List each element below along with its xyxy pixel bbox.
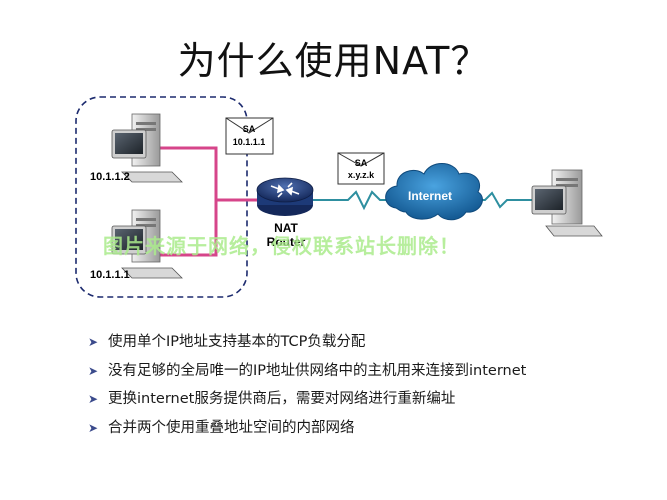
cloud-label: Internet — [408, 189, 452, 203]
bullet-text: 没有足够的全局唯一的IP地址供网络中的主机用来连接到internet — [108, 362, 527, 379]
arrow-bullet-icon: ➤ — [88, 392, 99, 406]
server-computer-icon — [531, 169, 603, 237]
host-computer-icon — [111, 113, 183, 183]
packet-label: SA — [355, 158, 368, 168]
private-network-boundary — [75, 96, 248, 298]
watermark-text: 图片来源于网络，侵权联系站长删除！ — [103, 234, 460, 258]
bullet-list: ➤ 使用单个IP地址支持基本的TCP负载分配 ➤ 没有足够的全局唯一的IP地址供网络… — [88, 328, 526, 442]
bullet-text: 使用单个IP地址支持基本的TCP负载分配 — [108, 334, 366, 350]
list-item: ➤ 更换internet服务提供商后，需要对网络进行重新编址 — [88, 385, 526, 414]
internet-cloud-icon — [385, 163, 483, 221]
router-icon — [256, 177, 314, 216]
packet-label: SA — [243, 124, 256, 134]
envelope-icon — [225, 117, 274, 155]
router-label: Router — [267, 235, 306, 249]
host-ip-label: 10.1.1.2 — [90, 171, 130, 183]
router-label: NAT — [274, 221, 298, 235]
arrow-bullet-icon: ➤ — [88, 363, 99, 378]
list-item: ➤ 使用单个IP地址支持基本的TCP负载分配 — [88, 328, 526, 357]
envelope-icon — [337, 152, 385, 185]
arrow-bullet-icon: ➤ — [88, 335, 99, 349]
list-item: ➤ 没有足够的全局唯一的IP地址供网络中的主机用来连接到internet — [88, 357, 526, 386]
lan-links — [150, 146, 258, 257]
host-computer-icon — [111, 209, 183, 279]
packet-source-address: x.y.z.k — [348, 170, 375, 180]
bullet-text: 合并两个使用重叠地址空间的内部网络 — [108, 419, 355, 436]
host-ip-label: 10.1.1.1 — [90, 269, 130, 281]
packet-source-address: 10.1.1.1 — [233, 137, 266, 147]
list-item: ➤ 合并两个使用重叠地址空间的内部网络 — [88, 414, 526, 443]
arrow-bullet-icon: ➤ — [88, 420, 99, 435]
bullet-text: 更换internet服务提供商后，需要对网络进行重新编址 — [108, 391, 456, 407]
page-title: 为什么使用NAT？ — [177, 39, 490, 83]
nat-network-diagram: 10.1.1.2 10.1.1.1 SA 10.1.1.1 SA x.y.z.k — [75, 96, 603, 298]
